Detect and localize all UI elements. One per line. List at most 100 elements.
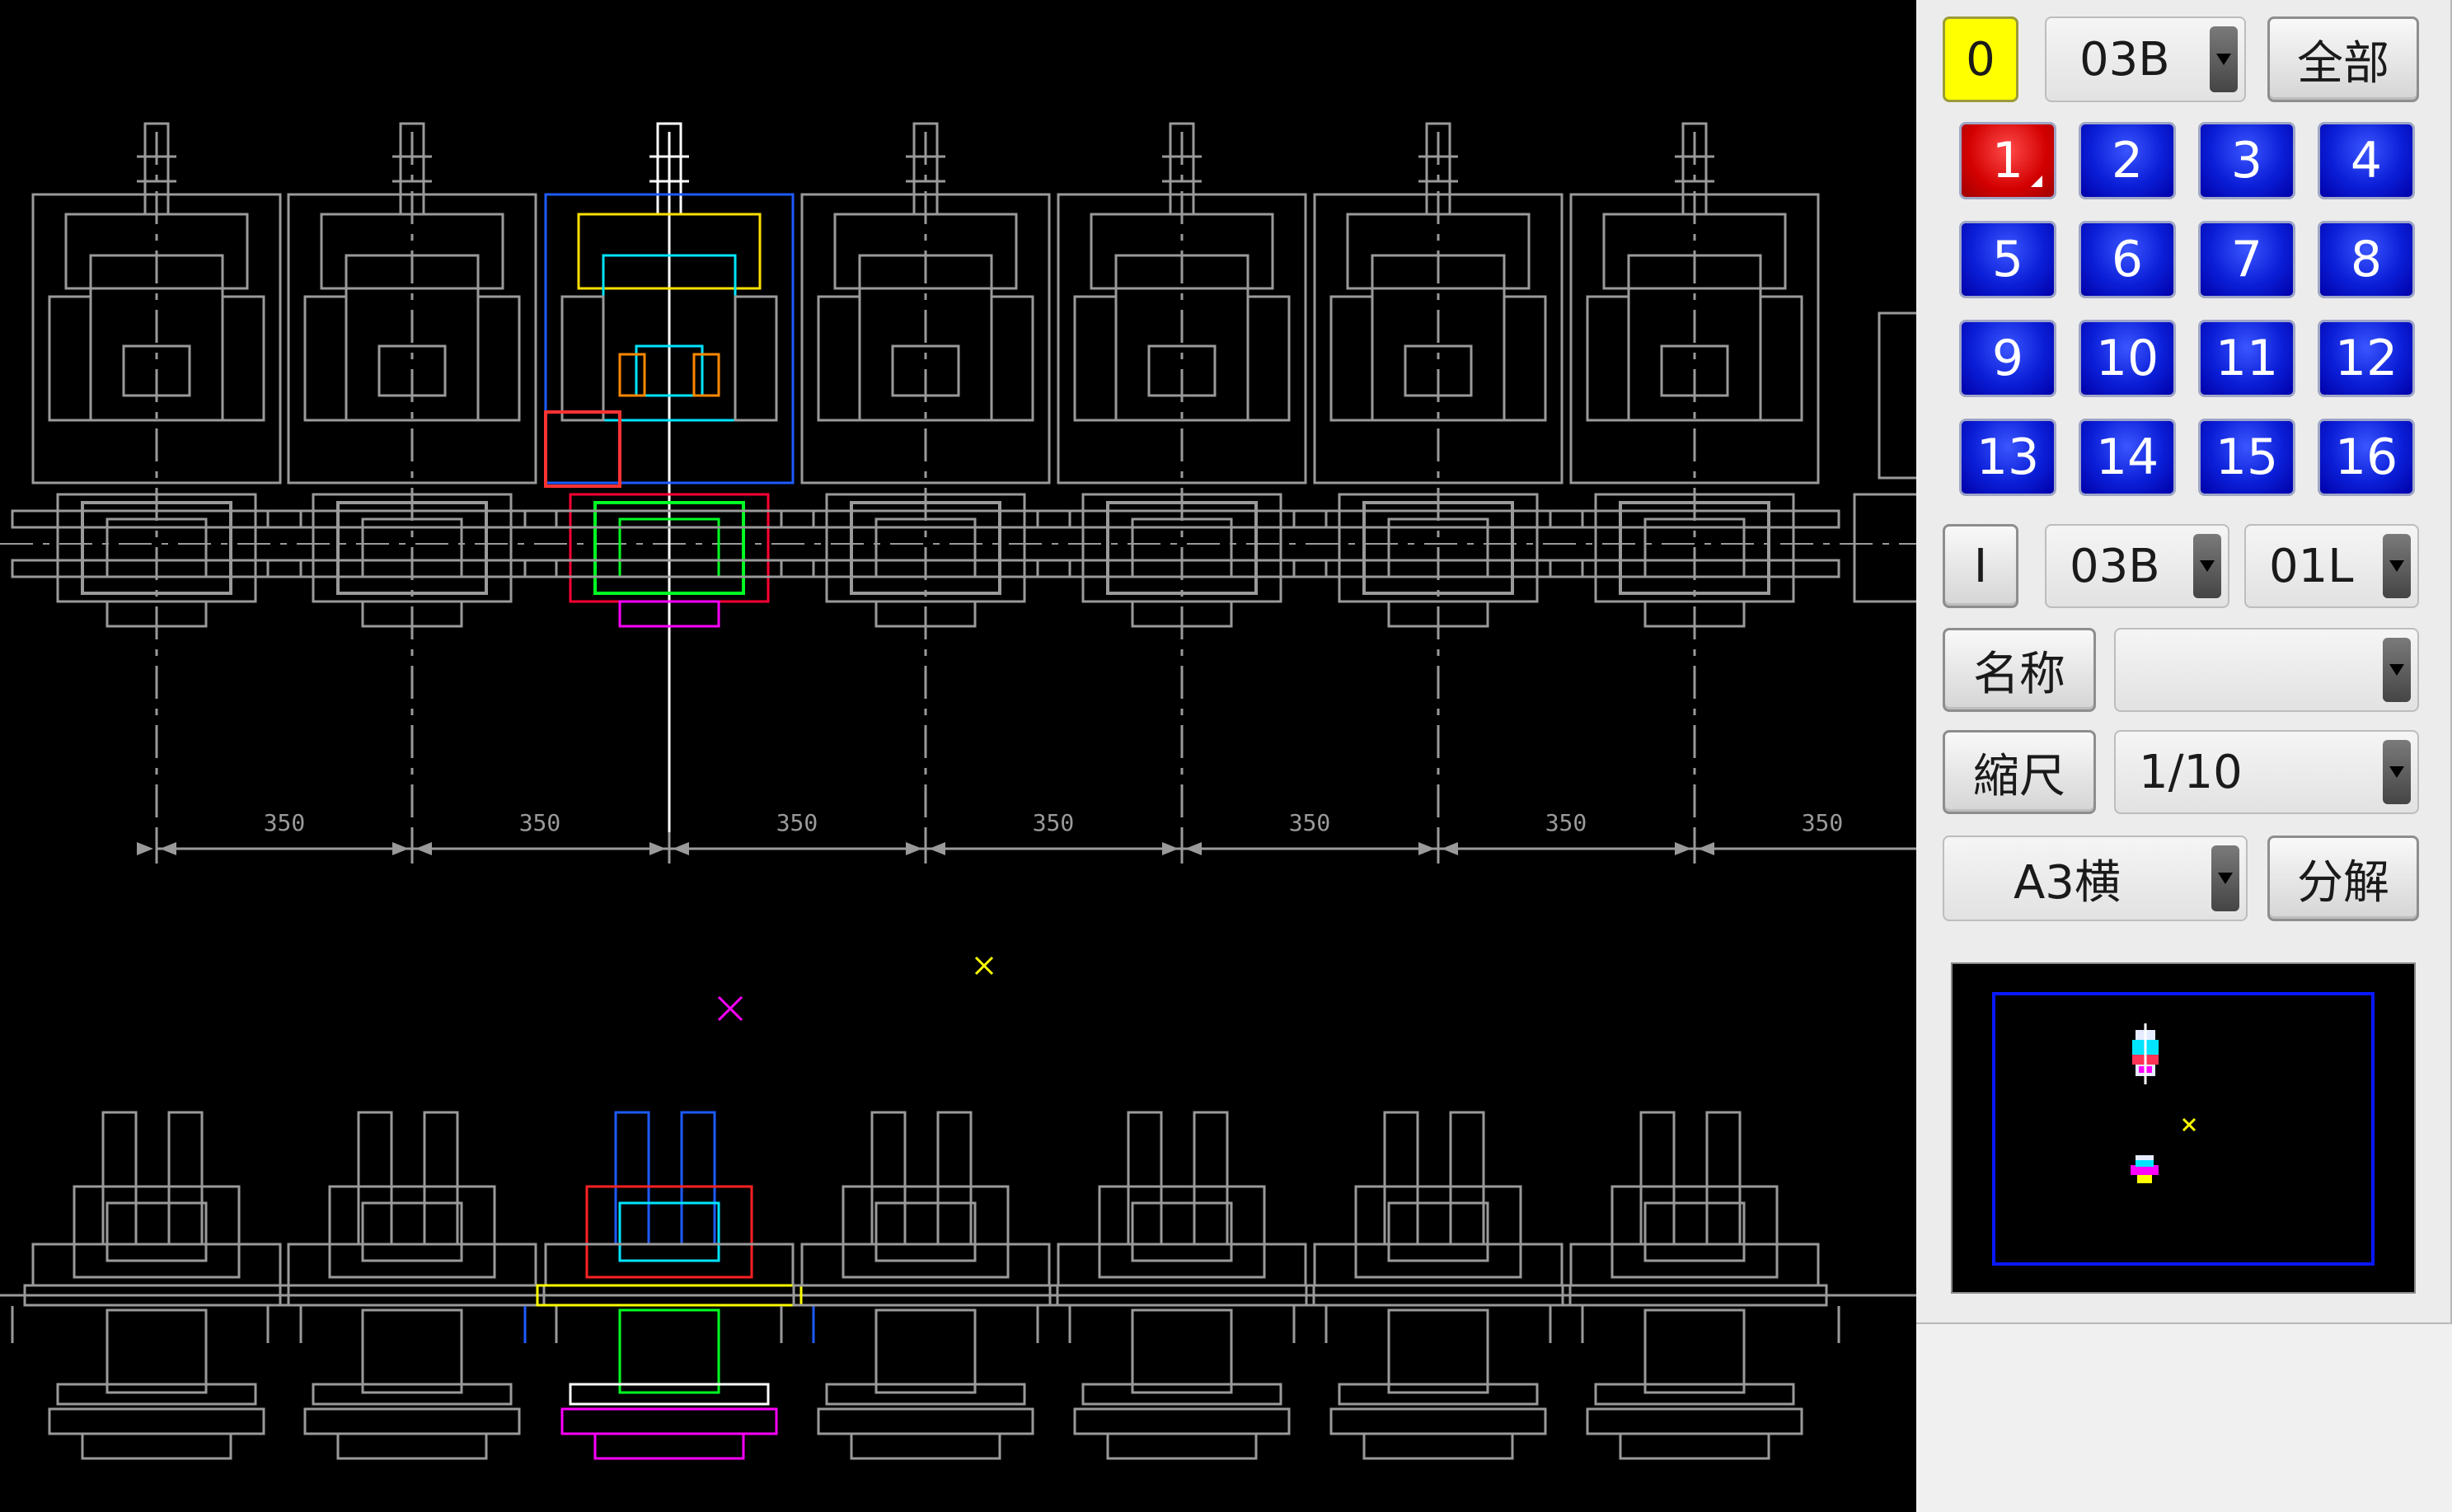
overview-preview[interactable] bbox=[1951, 962, 2416, 1294]
dimension-label: 350 bbox=[1545, 809, 1587, 836]
number-button-6[interactable]: 6 bbox=[2079, 221, 2176, 298]
number-button-4[interactable]: 4 bbox=[2318, 122, 2415, 199]
scale-button[interactable]: 縮尺 bbox=[1943, 730, 2096, 814]
corner-indicator-icon bbox=[2031, 176, 2042, 187]
select-b[interactable]: 01L bbox=[2244, 524, 2419, 608]
layer-zero-label: 0 bbox=[1966, 32, 1995, 87]
number-button-label: 3 bbox=[2230, 132, 2263, 190]
dimension-label: 350 bbox=[1802, 809, 1844, 836]
machine-elevation-6 bbox=[1292, 1111, 1584, 1460]
number-button-8[interactable]: 8 bbox=[2318, 221, 2415, 298]
select-a[interactable]: 03B bbox=[2045, 524, 2229, 608]
dimension-label: 350 bbox=[519, 809, 561, 836]
number-button-16[interactable]: 16 bbox=[2318, 419, 2415, 496]
i-button[interactable]: I bbox=[1943, 524, 2018, 608]
paper-size-value: A3横 bbox=[2014, 855, 2121, 910]
number-button-15[interactable]: 15 bbox=[2198, 419, 2295, 496]
number-button-label: 1 bbox=[1991, 132, 2024, 190]
chevron-down-icon bbox=[2211, 845, 2239, 911]
preview-upper-part bbox=[2132, 1023, 2159, 1084]
name-select[interactable] bbox=[2114, 628, 2419, 712]
scale-select-value: 1/10 bbox=[2139, 745, 2243, 799]
dimension-label: 350 bbox=[776, 809, 818, 836]
number-button-3[interactable]: 3 bbox=[2198, 122, 2295, 199]
number-button-11[interactable]: 11 bbox=[2198, 320, 2295, 397]
number-button-7[interactable]: 7 bbox=[2198, 221, 2295, 298]
machine-plan-selected bbox=[523, 122, 815, 849]
number-button-label: 7 bbox=[2230, 231, 2263, 288]
paper-size-select[interactable]: A3横 bbox=[1943, 836, 2248, 921]
number-button-label: 6 bbox=[2111, 231, 2144, 288]
layer-select-value: 03B bbox=[2079, 32, 2170, 87]
machine-elevation-5 bbox=[1036, 1111, 1328, 1460]
number-button-label: 12 bbox=[2334, 330, 2398, 387]
number-button-label: 10 bbox=[2095, 330, 2159, 387]
machine-plan-views bbox=[0, 122, 1916, 849]
overview-map bbox=[1992, 992, 2375, 1266]
chevron-down-icon bbox=[2210, 26, 2238, 92]
machine-plan-2 bbox=[266, 122, 558, 849]
machine-elevation-1 bbox=[11, 1111, 302, 1460]
number-button-1[interactable]: 1 bbox=[1959, 122, 2056, 199]
dimension-label: 350 bbox=[264, 809, 306, 836]
number-button-13[interactable]: 13 bbox=[1959, 419, 2056, 496]
paper-frame bbox=[1992, 992, 2375, 1266]
chevron-down-icon bbox=[2383, 638, 2411, 702]
number-button-label: 5 bbox=[1991, 231, 2024, 288]
number-button-label: 13 bbox=[1976, 428, 2040, 486]
explode-button[interactable]: 分解 bbox=[2267, 836, 2419, 921]
scale-button-label: 縮尺 bbox=[1973, 749, 2065, 803]
layer-zero-button[interactable]: 0 bbox=[1943, 16, 2018, 102]
number-button-9[interactable]: 9 bbox=[1959, 320, 2056, 397]
chevron-down-icon bbox=[2193, 534, 2221, 598]
machine-elevation-views bbox=[0, 1111, 1916, 1460]
machine-elevation-7 bbox=[1549, 1111, 1840, 1460]
number-button-2[interactable]: 2 bbox=[2079, 122, 2176, 199]
machine-elevation-2 bbox=[266, 1111, 558, 1460]
all-button[interactable]: 全部 bbox=[2267, 16, 2419, 102]
chevron-down-icon bbox=[2383, 740, 2411, 804]
machine-plan-4 bbox=[780, 122, 1071, 849]
number-button-label: 8 bbox=[2350, 231, 2383, 288]
dimension-lines: 350 350 350 350 350 350 350 bbox=[137, 809, 1916, 864]
number-button-label: 2 bbox=[2111, 132, 2144, 190]
number-button-label: 14 bbox=[2095, 428, 2159, 486]
preview-lower-part bbox=[2131, 1155, 2159, 1183]
machine-plan-5 bbox=[1036, 122, 1328, 849]
machine-elevation-4 bbox=[780, 1111, 1071, 1460]
number-button-10[interactable]: 10 bbox=[2079, 320, 2176, 397]
number-button-14[interactable]: 14 bbox=[2079, 419, 2176, 496]
cad-drawing[interactable]: 350 350 350 350 350 350 350 bbox=[0, 0, 1916, 1512]
origin-markers bbox=[717, 956, 994, 1022]
machine-plan-7 bbox=[1549, 122, 1840, 849]
machine-elevation-selected bbox=[523, 1111, 815, 1460]
layer-select[interactable]: 03B bbox=[2045, 16, 2246, 102]
name-button-label: 名称 bbox=[1973, 647, 2065, 701]
number-button-label: 15 bbox=[2215, 428, 2279, 486]
select-a-value: 03B bbox=[2070, 539, 2160, 593]
machine-plan-1 bbox=[11, 122, 302, 849]
cad-drawing-canvas[interactable]: 350 350 350 350 350 350 350 bbox=[0, 0, 1916, 1512]
machine-plan-partial-right bbox=[1853, 311, 1916, 603]
number-button-label: 16 bbox=[2334, 428, 2398, 486]
number-button-label: 11 bbox=[2215, 330, 2279, 387]
explode-button-label: 分解 bbox=[2297, 855, 2389, 910]
dimension-label: 350 bbox=[1033, 809, 1075, 836]
magenta-cross-marker bbox=[717, 995, 743, 1022]
preview-marker bbox=[2182, 1117, 2196, 1132]
dimension-label: 350 bbox=[1289, 809, 1331, 836]
machine-plan-6 bbox=[1292, 122, 1584, 849]
number-button-label: 9 bbox=[1991, 330, 2024, 387]
i-button-label: I bbox=[1973, 539, 1988, 593]
select-b-value: 01L bbox=[2269, 539, 2354, 593]
all-button-label: 全部 bbox=[2297, 36, 2389, 91]
name-button[interactable]: 名称 bbox=[1943, 628, 2096, 712]
number-button-5[interactable]: 5 bbox=[1959, 221, 2056, 298]
chevron-down-icon bbox=[2383, 534, 2411, 598]
yellow-cross-marker bbox=[974, 956, 994, 976]
scale-select[interactable]: 1/10 bbox=[2114, 730, 2419, 814]
number-button-12[interactable]: 12 bbox=[2318, 320, 2415, 397]
number-button-label: 4 bbox=[2350, 132, 2383, 190]
